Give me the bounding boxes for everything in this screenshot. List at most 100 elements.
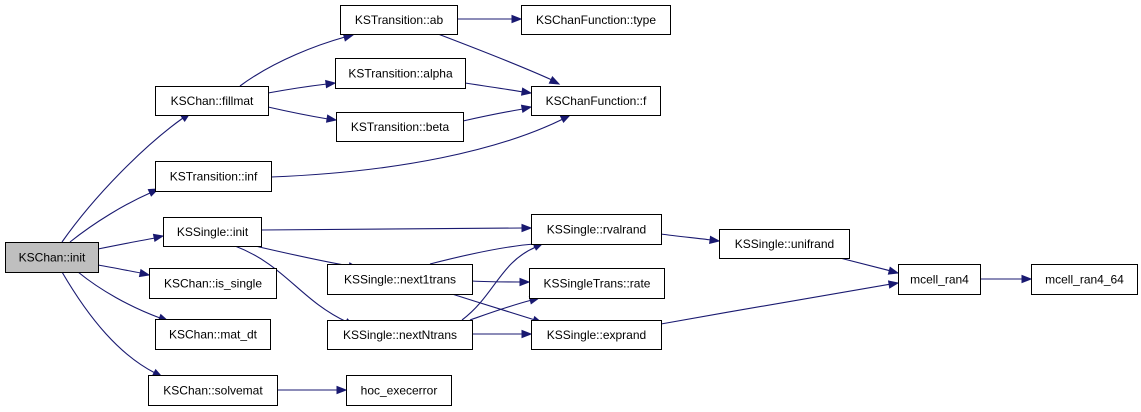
node-box (149, 268, 277, 299)
node-label: KSChanFunction::type (536, 13, 656, 27)
edge-kschan_init-to-kschan_is_single (97, 264, 151, 278)
arrowhead (548, 76, 561, 85)
edge-kstransition_alpha-to-kschanfunction_f (464, 82, 533, 96)
node-kstransition-inf[interactable]: KSTransition::inf (155, 161, 272, 192)
arrowhead (887, 266, 900, 275)
edge-line (270, 118, 564, 178)
node-kssingle-next1trans[interactable]: KSSingle::next1trans (327, 264, 473, 295)
node-label: KSSingle::exprand (547, 328, 646, 342)
edge-line (839, 257, 892, 272)
node-kschanfunction-type[interactable]: KSChanFunction::type (521, 5, 671, 35)
node-kschan-is-single[interactable]: KSChan::is_single (149, 268, 277, 299)
node-label: KSTransition::inf (170, 170, 258, 184)
node-kssingletrans-rate[interactable]: KSSingleTrans::rate (529, 268, 665, 299)
node-label: KSSingleTrans::rate (544, 277, 651, 291)
edge-line (267, 83, 328, 94)
arrowhead (519, 277, 531, 287)
arrowhead (325, 114, 338, 123)
node-kschanfunction-f[interactable]: KSChanFunction::f (531, 86, 661, 116)
edge-kssingle_nextntrans-to-kssingle_exprand (472, 329, 533, 339)
edge-line (469, 299, 533, 321)
node-box (163, 217, 262, 247)
node-kssingle-unifrand[interactable]: KSSingle::unifrand (719, 229, 850, 259)
node-label: KSSingle::nextNtrans (343, 328, 457, 342)
edge-kssingle_rvalrand-to-kssingle_unifrand (660, 233, 721, 245)
edge-kssingle_exprand-to-mcell_ran4 (660, 280, 900, 325)
arrowhead (521, 329, 533, 339)
edge-line (462, 108, 524, 122)
arrowhead (152, 233, 165, 243)
node-box (719, 229, 850, 259)
node-label: mcell_ran4 (910, 273, 969, 287)
node-kstransition-alpha[interactable]: KSTransition::alpha (335, 58, 466, 89)
edge-line (239, 36, 346, 87)
node-label: KSChan::fillmat (171, 94, 254, 108)
node-box (155, 319, 271, 350)
arrowhead (342, 33, 355, 42)
edge-kstransition_ab-to-kschanfunction_f (437, 33, 561, 85)
node-box (529, 268, 665, 299)
node-box (327, 320, 473, 350)
node-kssingle-nextntrans[interactable]: KSSingle::nextNtrans (327, 320, 473, 350)
node-kschan-mat-dt[interactable]: KSChan::mat_dt (155, 319, 271, 350)
edge-line (260, 227, 524, 231)
edge-line (429, 243, 536, 265)
node-kstransition-ab[interactable]: KSTransition::ab (340, 5, 458, 35)
node-label: mcell_ran4_64 (1045, 273, 1124, 287)
node-kschan-fillmat[interactable]: KSChan::fillmat (155, 86, 269, 116)
node-box (327, 264, 473, 295)
edge-line (97, 264, 142, 274)
edge-line (660, 233, 712, 241)
node-box (155, 161, 272, 192)
node-box (336, 112, 464, 142)
arrowhead (511, 14, 523, 24)
edge-kschan_fillmat-to-kstransition_beta (267, 106, 338, 123)
node-label: KSChan::is_single (164, 277, 262, 291)
edge-kssingle_init-to-kssingle_rvalrand (260, 223, 533, 233)
arrowhead (325, 79, 337, 89)
call-nodes: KSChan::initKSChan::fillmatKSTransition:… (5, 5, 1138, 406)
node-kstransition-beta[interactable]: KSTransition::beta (336, 112, 464, 142)
node-label: KSChan::solvemat (163, 384, 263, 398)
node-kssingle-init[interactable]: KSSingle::init (163, 217, 262, 247)
arrowhead (138, 268, 151, 278)
node-label: KSTransition::ab (355, 13, 444, 27)
node-box (531, 86, 661, 116)
node-box (898, 264, 981, 295)
node-label: KSChan::mat_dt (169, 328, 258, 342)
arrowhead (520, 104, 533, 113)
edge-kschan_init-to-kssingle_init (97, 233, 165, 250)
node-kschan-solvemat[interactable]: KSChan::solvemat (148, 375, 278, 406)
edge-kssingle_next1trans-to-kssingle_exprand (451, 293, 544, 324)
node-box (5, 242, 99, 273)
edge-line (61, 117, 184, 243)
edge-kschan_fillmat-to-kstransition_alpha (267, 79, 337, 94)
arrowhead (336, 385, 348, 395)
node-kssingle-rvalrand[interactable]: KSSingle::rvalrand (531, 214, 662, 245)
edge-line (451, 293, 536, 321)
node-box (155, 86, 269, 116)
edge-line (234, 245, 348, 323)
edge-kstransition_beta-to-kschanfunction_f (462, 104, 533, 122)
node-mcell-ran4-64[interactable]: mcell_ran4_64 (1031, 264, 1138, 295)
edge-line (471, 280, 522, 283)
node-label: KSTransition::alpha (348, 67, 453, 81)
edge-line (464, 82, 524, 93)
arrowhead (521, 223, 533, 233)
node-kschan-init[interactable]: KSChan::init (5, 242, 99, 273)
node-label: KSSingle::init (177, 225, 249, 239)
edge-mcell_ran4-to-mcell_ran4_64 (980, 274, 1033, 284)
arrowhead (559, 114, 572, 124)
node-hoc-execerror[interactable]: hoc_execerror (346, 375, 452, 406)
edge-kssingle_unifrand-to-mcell_ran4 (839, 257, 900, 275)
edge-line (61, 271, 156, 374)
edge-line (77, 271, 161, 319)
edge-line (97, 237, 156, 250)
node-mcell-ran4[interactable]: mcell_ran4 (898, 264, 981, 295)
node-kssingle-exprand[interactable]: KSSingle::exprand (531, 320, 662, 350)
edge-line (254, 245, 351, 267)
edge-line (267, 106, 329, 120)
arrowhead (520, 87, 533, 96)
node-box (346, 375, 452, 406)
